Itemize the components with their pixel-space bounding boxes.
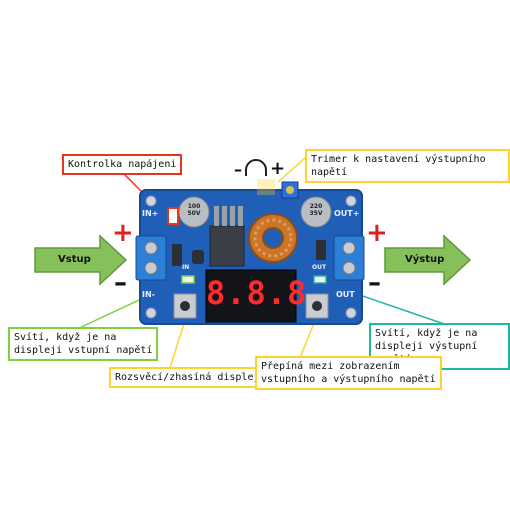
mount-hole [345, 307, 357, 319]
silk-in-led-tag: IN [182, 264, 190, 271]
input-arrow-label: Vstup [58, 254, 91, 265]
output-diode [316, 240, 326, 260]
input-plus-sign: + [112, 218, 134, 248]
trim-code: 503 [283, 176, 296, 183]
output-arrow [384, 234, 472, 286]
power-led-label: Kontrolka napájeni [62, 154, 183, 175]
rotate-arrow-icon [245, 159, 267, 171]
output-capacitor [300, 196, 332, 228]
cap-right-rating: 220 35V [309, 203, 323, 217]
output-plus-sign: + [366, 218, 388, 248]
mount-hole [145, 195, 157, 207]
trimmer-highlight [257, 179, 275, 195]
mount-hole [145, 307, 157, 319]
input-minus-sign: – [114, 268, 127, 298]
in-led-label: Svítí, když je na displeji vstupní napět… [8, 327, 159, 361]
display-button-callout-line [169, 319, 186, 369]
trimmer-minus-sign: – [234, 160, 242, 179]
output-terminal-block [333, 235, 365, 281]
trimmer-callout-line [277, 157, 306, 183]
silk-in-minus: IN- [142, 290, 155, 299]
display-digits: 8.8.8 [206, 274, 308, 312]
output-minus-sign: – [368, 268, 381, 298]
mode-button-label: Přepíná mezi zobrazením vstupního a výst… [255, 356, 442, 390]
regulator-chip [209, 225, 245, 267]
silk-out-plus: OUT+ [334, 209, 360, 218]
input-arrow [34, 234, 128, 286]
cap-left-rating: 100 50V [187, 203, 201, 217]
input-terminal-block [135, 235, 167, 281]
silk-out-led-tag: OUT [312, 264, 327, 271]
silk-in-plus: IN+ [142, 209, 159, 218]
power-led [167, 207, 179, 225]
silk-out-minus: OUT [336, 290, 355, 299]
mount-hole [345, 195, 357, 207]
display-button-label: Rozsvěcí/zhasíná displej [109, 367, 266, 388]
seven-segment-display [205, 269, 297, 323]
trimmer-label: Trimer k nastavení výstupního napětí [305, 149, 510, 183]
output-arrow-label: Výstup [405, 254, 445, 265]
trimmer-plus-sign: + [270, 158, 286, 179]
transistor [192, 250, 204, 264]
in-indicator-led [181, 275, 195, 284]
diode [172, 244, 182, 266]
out-indicator-led [313, 275, 327, 284]
